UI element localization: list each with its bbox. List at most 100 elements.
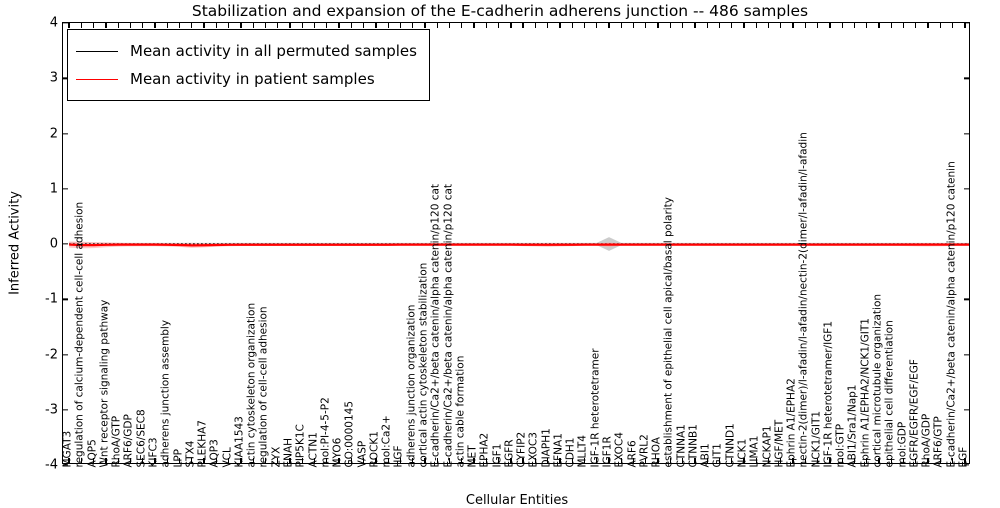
x-tick-mark-top xyxy=(154,23,156,28)
y-tick-mark xyxy=(63,464,68,466)
y-tick-mark xyxy=(63,243,68,245)
x-tick-mark xyxy=(718,458,721,463)
x-tick-mark-top xyxy=(804,23,806,28)
x-tick-mark xyxy=(387,458,389,463)
x-tick-mark xyxy=(890,458,892,463)
legend-line-red xyxy=(76,78,118,80)
x-tick-mark xyxy=(534,458,537,463)
x-tick-mark-top xyxy=(706,23,708,28)
x-tick-mark xyxy=(252,458,254,463)
x-tick-mark-top xyxy=(436,23,438,28)
x-axis-label: Cellular Entities xyxy=(465,493,569,508)
x-tick-mark xyxy=(780,458,782,463)
x-tick-mark xyxy=(645,458,647,463)
series-line xyxy=(69,243,969,247)
x-tick-mark-top xyxy=(583,23,586,28)
x-tick-mark xyxy=(939,458,941,463)
x-tick-mark-top xyxy=(129,23,132,28)
y-tick-mark xyxy=(63,77,68,79)
y-tick-label: 1 xyxy=(49,181,58,197)
x-tick-mark xyxy=(178,458,181,463)
x-tick-mark-top xyxy=(375,23,377,28)
x-tick-mark-top xyxy=(645,23,647,28)
x-tick-mark-top xyxy=(277,23,279,28)
x-tick-mark xyxy=(412,458,414,463)
y-tick-label: -2 xyxy=(45,347,58,362)
x-tick-mark xyxy=(559,458,561,463)
x-tick-mark xyxy=(510,458,512,463)
x-tick-mark-top xyxy=(412,23,414,28)
y-tick-mark xyxy=(63,188,68,190)
x-tick-mark-top xyxy=(424,23,426,28)
x-tick-mark xyxy=(964,458,966,463)
x-tick-mark xyxy=(927,458,929,463)
x-tick-mark xyxy=(608,458,610,463)
x-tick-mark xyxy=(571,458,573,463)
x-tick-mark-top xyxy=(289,23,291,28)
y-tick-label: -1 xyxy=(45,291,58,307)
x-tick-mark-top xyxy=(485,23,487,28)
x-tick-mark-top xyxy=(227,23,230,28)
x-tick-mark xyxy=(632,458,635,463)
legend-item-patient: Mean activity in patient samples xyxy=(76,65,417,93)
x-tick-mark-top xyxy=(767,23,770,28)
x-tick-mark xyxy=(142,458,144,463)
x-tick-mark xyxy=(681,458,684,463)
x-tick-mark xyxy=(694,458,696,463)
x-tick-mark-top xyxy=(461,23,463,28)
x-tick-mark-top xyxy=(559,23,561,28)
x-tick-mark-top xyxy=(338,23,340,28)
legend-line-black xyxy=(76,50,118,52)
chart-legend: Mean activity in all permuted samples Me… xyxy=(67,29,430,101)
x-tick-mark xyxy=(436,458,438,463)
x-tick-mark xyxy=(522,458,524,463)
x-tick-mark-top xyxy=(473,23,475,28)
x-tick-mark xyxy=(117,458,119,463)
x-tick-mark xyxy=(792,458,794,463)
x-tick-mark xyxy=(93,458,95,463)
x-tick-mark-top xyxy=(743,23,745,28)
plot-area xyxy=(63,23,969,463)
y-tick-mark xyxy=(63,409,68,411)
y-tick-mark-right xyxy=(964,188,969,190)
x-tick-mark-top xyxy=(510,23,512,28)
x-tick-mark xyxy=(375,458,377,463)
x-tick-mark xyxy=(277,458,279,463)
x-tick-mark-top xyxy=(694,23,696,28)
x-tick-mark-top xyxy=(68,23,70,28)
y-tick-mark xyxy=(63,298,68,300)
y-tick-mark-right xyxy=(964,77,969,79)
x-tick-mark-top xyxy=(497,23,500,28)
x-tick-mark-top xyxy=(853,23,856,28)
x-tick-mark-top xyxy=(301,23,303,28)
y-tick-mark-right xyxy=(964,22,969,24)
x-tick-mark-top xyxy=(964,23,966,28)
x-tick-mark-top xyxy=(326,23,328,28)
x-tick-mark-top xyxy=(240,23,242,28)
x-tick-mark xyxy=(313,458,316,463)
x-tick-mark-top xyxy=(399,23,402,28)
x-tick-mark-top xyxy=(362,23,365,28)
x-tick-mark xyxy=(191,458,193,463)
x-tick-mark-top xyxy=(93,23,95,28)
x-tick-mark xyxy=(240,458,242,463)
x-tick-mark xyxy=(301,458,303,463)
x-tick-mark-top xyxy=(191,23,193,28)
legend-label-patient: Mean activity in patient samples xyxy=(130,70,375,88)
x-tick-mark xyxy=(326,458,328,463)
y-tick-label: 2 xyxy=(49,126,58,141)
x-tick-mark-top xyxy=(166,23,168,28)
x-tick-mark xyxy=(743,458,745,463)
x-tick-mark-top xyxy=(780,23,782,28)
x-tick-mark xyxy=(362,458,365,463)
y-tick-mark xyxy=(63,353,68,356)
x-tick-mark-top xyxy=(632,23,635,28)
x-tick-mark xyxy=(596,458,598,463)
x-tick-mark xyxy=(866,458,868,463)
x-tick-mark-top xyxy=(534,23,537,28)
x-tick-mark xyxy=(289,458,291,463)
legend-item-permuted: Mean activity in all permuted samples xyxy=(76,37,417,65)
x-tick-mark-top xyxy=(866,23,868,28)
x-tick-mark-top xyxy=(387,23,389,28)
